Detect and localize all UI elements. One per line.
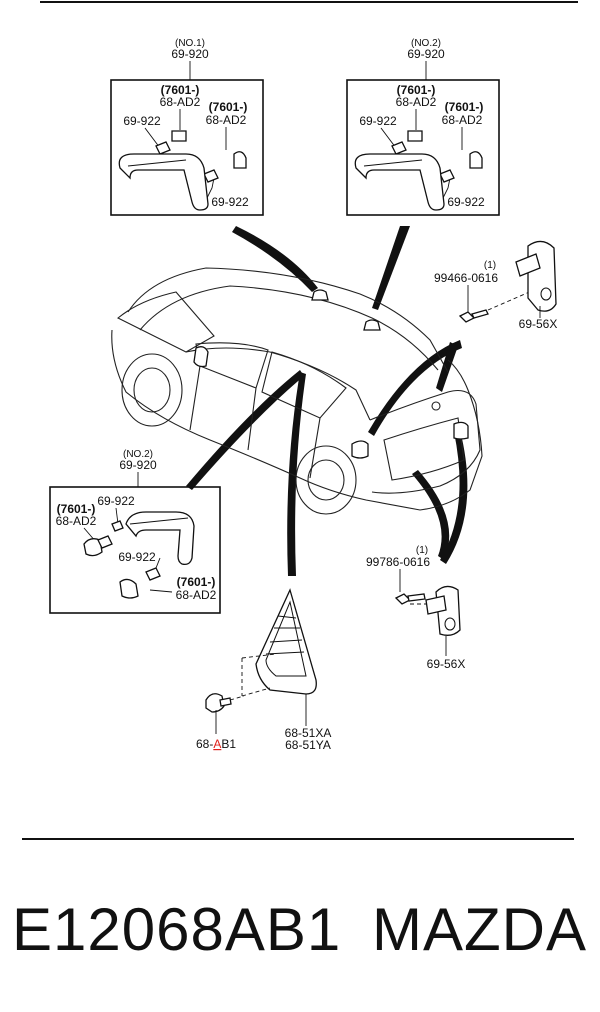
no2-cap-icon	[407, 130, 423, 142]
no2-grip-icon	[354, 153, 445, 211]
no2b-part-a: 68-AD2	[56, 514, 97, 528]
clip-part-highlight: A	[213, 737, 221, 751]
no1-grip-b: 69-922	[211, 195, 249, 209]
trim-part-xa: 68-51XA	[285, 726, 332, 740]
trim-part-ya: 68-51YA	[285, 738, 331, 752]
no1-ref-a: (7601-)	[161, 83, 200, 97]
rear-wheel	[295, 445, 357, 515]
no2b-grip-icon	[125, 511, 195, 566]
no2-box-frame	[346, 79, 500, 216]
no1-cap-icon	[171, 130, 187, 142]
no2-grip-a: 69-922	[359, 114, 397, 128]
upper-bolt-part: 99466-0616	[434, 271, 498, 285]
no1-grip-icon	[118, 153, 209, 211]
no1-box-frame	[110, 79, 264, 216]
no2b-grip-a: 69-922	[97, 494, 135, 508]
no2b-box-frame	[49, 486, 221, 614]
lower-bolt-qty: (1)	[416, 545, 428, 556]
no2b-grip-b: 69-922	[118, 550, 156, 564]
part-code: E12068AB1	[12, 896, 342, 963]
no2-label: (NO.2)	[411, 38, 441, 49]
lower-bracket-group: (1) 99786-0616 69-56X	[366, 545, 465, 671]
no1-part-69-920: 69-920	[171, 47, 209, 61]
lower-bracket-part: 69-56X	[427, 657, 466, 671]
no2b-part-69-920: 69-920	[119, 458, 157, 472]
no1-label: (NO.1)	[175, 38, 205, 49]
no2-ref-b: (7601-)	[445, 100, 484, 114]
front-wheel	[121, 353, 183, 427]
no2-grip-b: 69-922	[447, 195, 485, 209]
callout-wedge-1	[232, 226, 318, 292]
assist-grip-box-no1: (NO.1) 69-920 (7601-) 68-AD2 69-922 (760…	[110, 38, 264, 216]
callout-wedge-4	[436, 342, 458, 392]
no2b-cap-icon	[83, 538, 103, 557]
no1-part-b: 68-AD2	[206, 113, 247, 127]
no2b-label: (NO.2)	[123, 449, 153, 460]
no1-ref-b: (7601-)	[209, 100, 248, 114]
no2b-part-b: 68-AD2	[176, 588, 217, 602]
no2-part-b: 68-AD2	[442, 113, 483, 127]
assist-grip-box-no2-upper: (NO.2) 69-920 (7601-) 68-AD2 69-922 (760…	[346, 38, 500, 216]
upper-bracket-group: (1) 99466-0616 69-56X	[434, 240, 558, 331]
vehicle-illustration	[111, 267, 483, 515]
brand-name: MAZDA	[372, 896, 587, 963]
callout-wedge-2	[372, 226, 410, 310]
callout-wedge-6	[287, 372, 306, 576]
no2b-ref-b: (7601-)	[177, 575, 216, 589]
callout-wedge-8	[440, 430, 468, 564]
no1-part-a: 68-AD2	[160, 95, 201, 109]
lower-bolt-part: 99786-0616	[366, 555, 430, 569]
assist-grip-box-no2-lower: (NO.2) 69-920 (7601-) 68-AD2 69-922 69-9…	[49, 449, 221, 614]
callout-wedge-5	[186, 370, 304, 490]
trim-panel-group: 68-51XA 68-51YA 68-AB1	[196, 588, 332, 752]
no1-grip-a: 69-922	[123, 114, 161, 128]
trim-panel-icon	[255, 588, 317, 695]
no2-part-a: 68-AD2	[396, 95, 437, 109]
clip-part-label: 68-AB1	[196, 737, 236, 751]
upper-bolt-qty: (1)	[484, 260, 496, 271]
no2-part-69-920: 69-920	[407, 47, 445, 61]
no2-ref-a: (7601-)	[397, 83, 436, 97]
upper-bracket-part: 69-56X	[519, 317, 558, 331]
upper-bracket-icon	[527, 240, 557, 312]
no2b-ref-a: (7601-)	[57, 502, 96, 516]
